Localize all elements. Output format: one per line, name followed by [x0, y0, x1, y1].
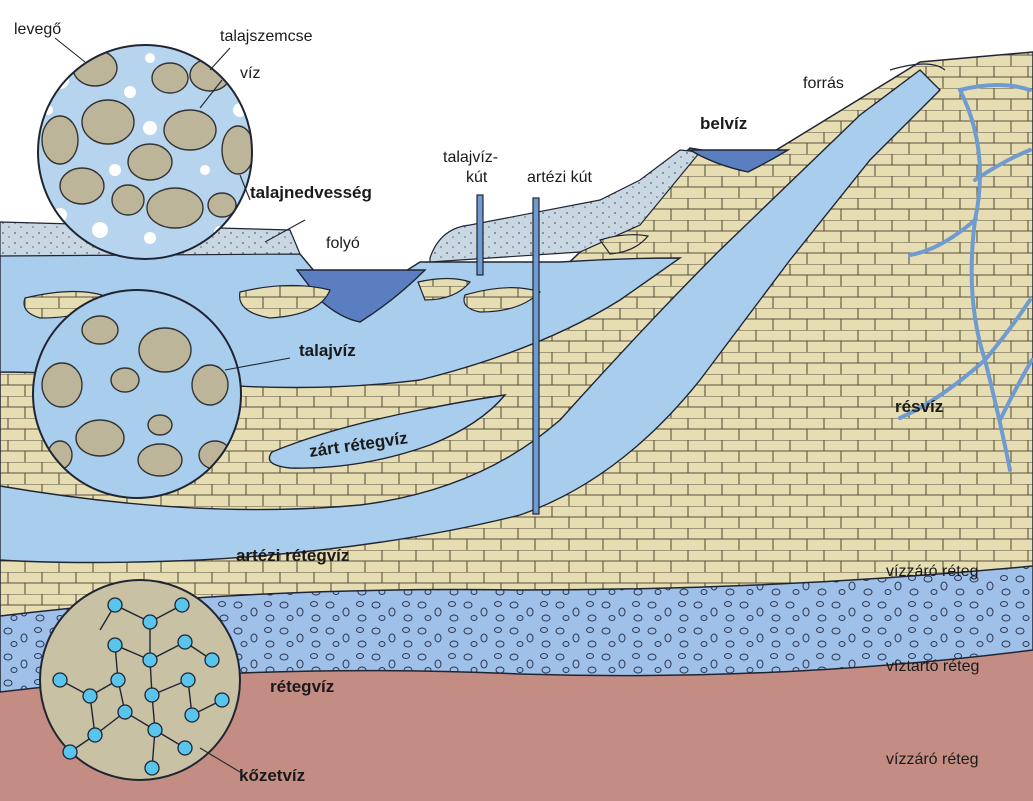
label-folyo: folyó — [326, 235, 360, 252]
label-viztarto-reteg: víztartó réteg — [886, 658, 979, 675]
label-talajszemcse: talajszemcse — [220, 28, 313, 45]
label-artezi-kut: artézi kút — [527, 169, 592, 186]
artezi-kut-well — [533, 198, 539, 514]
magnify-circle-rock-water — [40, 580, 240, 780]
label-talajviz-kut-2: kút — [466, 169, 488, 186]
label-forras: forrás — [803, 75, 844, 92]
label-levego: levegő — [14, 21, 61, 38]
magnify-circle-groundwater — [33, 290, 241, 498]
label-kozetviz: kőzetvíz — [239, 766, 305, 785]
label-retegviz: rétegvíz — [270, 677, 334, 696]
label-vizzaro-reteg-bottom: vízzáró réteg — [886, 751, 978, 768]
label-artezi-retegviz: artézi rétegvíz — [236, 546, 349, 565]
label-viz: víz — [240, 65, 260, 82]
label-belviz: belvíz — [700, 114, 747, 133]
label-resviz: résvíz — [895, 397, 943, 416]
label-talajviz-kut-1: talajvíz- — [443, 149, 498, 166]
label-talajviz: talajvíz — [299, 341, 356, 360]
talajviz-kut-well — [477, 195, 483, 275]
magnify-circle-soil-moisture — [38, 45, 254, 259]
label-talajnedvesseg: talajnedvesség — [250, 183, 372, 202]
label-vizzaro-reteg-mid: vízzáró réteg — [886, 563, 978, 580]
